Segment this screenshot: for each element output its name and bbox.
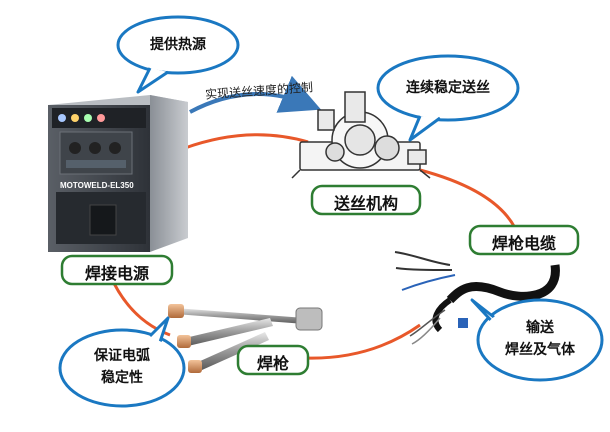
connector-power-to-feeder (184, 133, 309, 150)
label-box-power (60, 254, 174, 286)
connector-feeder-to-cable (419, 168, 517, 229)
bubble-arc-shape (58, 316, 186, 408)
welding-power-source-image (48, 95, 188, 252)
label-power-source: 焊接电源 (84, 264, 149, 283)
label-box-feeder (310, 184, 422, 216)
connector-torch-to-cable (304, 323, 421, 360)
bubble-transport-shape (470, 298, 604, 382)
bubble-wire-feed-shape (376, 54, 520, 142)
bubble-arc-line1: 保证电弧 (94, 348, 150, 364)
bubble-heat-shape (116, 15, 240, 94)
label-torch: 焊枪 (256, 354, 289, 373)
label-box-cable (468, 224, 580, 256)
wire-feeder-image (291, 91, 431, 179)
torch-cable-image (394, 251, 560, 345)
label-cable: 焊枪电缆 (491, 234, 556, 253)
bubble-arc-text: 保证电弧 稳定性 (72, 345, 172, 389)
label-feeder: 送丝机构 (333, 194, 398, 213)
machine-model-text: MOTOWELD-EL350 (60, 181, 134, 190)
speed-control-arrow (189, 75, 322, 114)
bubble-transport-text: 输送 焊丝及气体 (490, 317, 590, 361)
bubble-transport-line1: 输送 (526, 320, 554, 336)
welding-torch-image (168, 304, 323, 373)
label-box-torch (236, 344, 310, 376)
bubble-wire-feed-text: 连续稳定送丝 (406, 80, 490, 96)
bubble-transport-line2: 焊丝及气体 (505, 342, 575, 358)
bubble-heat-text: 提供热源 (150, 37, 206, 53)
bubble-arc-line2: 稳定性 (101, 370, 143, 386)
